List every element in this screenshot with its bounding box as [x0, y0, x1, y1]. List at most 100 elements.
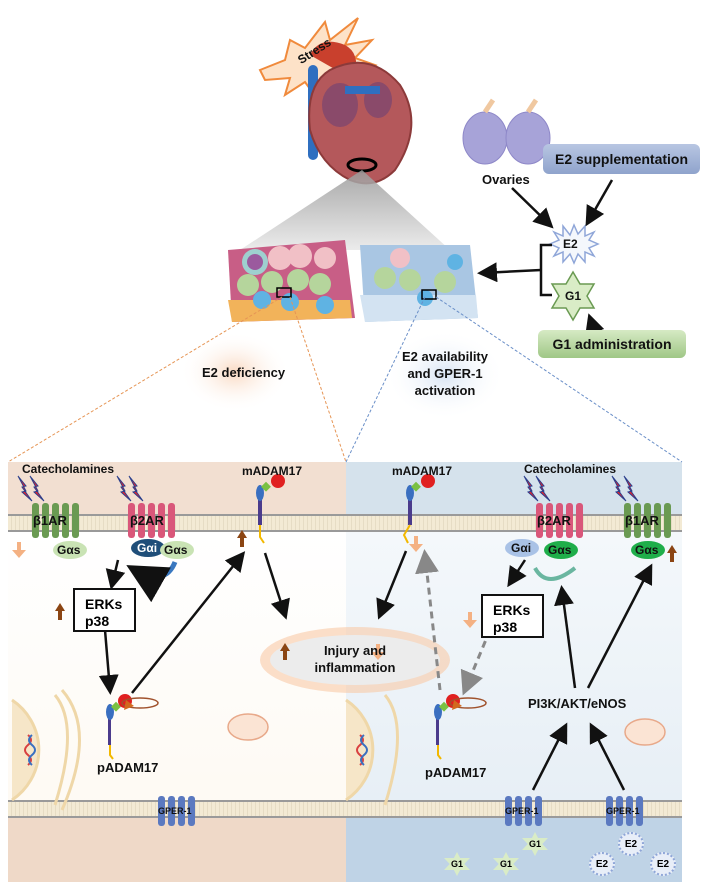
down-arrow-left-gas: [12, 542, 26, 558]
left-gper1-label: GPER-1: [158, 806, 192, 816]
down-arrow-right-madam17: [409, 536, 423, 552]
right-padam17-label: pADAM17: [425, 765, 487, 780]
right-gas-b2-label: Gαs: [548, 543, 572, 557]
arrow-supplementation-to-e2: [585, 179, 614, 227]
arrow-gai-to-erks-right: [507, 559, 527, 588]
right-gper1-b-receptor: [606, 796, 643, 826]
e2-availability-line2: and GPER-1: [407, 366, 483, 381]
down-arrow-right-erks: [463, 612, 477, 628]
right-gas-b2: [544, 541, 578, 559]
right-p38-label: p38: [493, 619, 518, 635]
right-gper1-a-label: GPER-1: [505, 806, 539, 816]
right-erks-p38-box: ERKs p38: [481, 594, 544, 638]
right-gas-b1-label: Gαs: [635, 543, 659, 557]
right-gai-label: Gαi: [511, 541, 532, 555]
left-gas-b1: [53, 541, 87, 559]
left-extracellular-bottom: [8, 815, 346, 882]
e2-ligand-3: E2: [650, 852, 676, 876]
zoom-line-right-1: [345, 296, 426, 463]
arrow-gper1b-to-pi3k: [589, 722, 626, 791]
zoom-line-right-2: [435, 296, 683, 463]
right-madam17-label: mADAM17: [392, 464, 453, 478]
right-gas-b1: [631, 541, 665, 559]
right-b2ar-label: β2AR: [537, 513, 571, 528]
dashed-arrow-erks-to-padam17-right: [460, 629, 492, 696]
left-catecholamines-label: Catecholamines: [22, 462, 115, 476]
arrow-pi3k-to-b2ar: [554, 585, 577, 689]
up-arrow-left-madam17: [237, 530, 247, 547]
left-gas-b2: [160, 541, 194, 559]
arrow-to-tissue: [477, 262, 542, 283]
right-erks-label: ERKs: [493, 602, 531, 618]
arrow-madam17-to-injury-left: [263, 552, 290, 620]
left-madam17-label: mADAM17: [242, 464, 303, 478]
arrow-ovaries-to-e2: [511, 187, 554, 229]
injury-inflammation-label: Injury and inflammation: [295, 642, 415, 676]
g1-ligand-icon: [550, 270, 596, 322]
up-arrow-left-erks: [55, 603, 65, 620]
e2-ligand-icon: [548, 223, 600, 265]
e2-deficiency-glow: [180, 332, 290, 412]
g1-ligand-label: G1: [565, 289, 582, 303]
right-gai: [505, 539, 539, 557]
left-erks-label: ERKs: [85, 596, 123, 612]
left-mitochondrion-icon: [227, 713, 269, 741]
left-gper1-receptor: [158, 796, 195, 826]
left-gai: [131, 539, 165, 557]
e2-ligand-label: E2: [563, 237, 578, 251]
down-arrow-injury: [371, 644, 385, 660]
left-b2ar-label: β2AR: [130, 513, 164, 528]
right-b1ar-label: β1AR: [625, 513, 659, 528]
arrow-madam17-to-injury-right: [376, 550, 408, 620]
right-b1ar-receptor: [624, 503, 671, 538]
right-b2ar-receptor: [536, 503, 583, 538]
left-b2ar-receptor: [128, 503, 175, 538]
ovaries-label: Ovaries: [482, 172, 530, 187]
left-padam17-label: pADAM17: [97, 760, 159, 775]
right-gper1-a-receptor: [505, 796, 542, 826]
e2-ligand-2: E2: [589, 852, 615, 876]
right-mitochondrion-icon: [624, 718, 666, 746]
zoom-line-left-1: [7, 296, 283, 463]
up-arrow-injury: [280, 643, 290, 660]
arrow-gai-to-erks-left: [105, 559, 126, 590]
right-curved-arrow: [533, 566, 577, 581]
pi3k-akt-enos-label: PI3K/AKT/eNOS: [528, 696, 627, 711]
g1-administration-box: G1 administration: [538, 330, 686, 358]
protected-tissue-illustration: [360, 245, 478, 322]
arrow-gper1a-to-pi3k: [531, 722, 568, 791]
injury-ellipse: [270, 635, 440, 685]
right-catecholamines-label: Catecholamines: [524, 462, 617, 476]
injured-tissue-illustration: [228, 240, 355, 322]
e2-availability-glow: [385, 330, 505, 420]
right-er: [383, 694, 399, 806]
right-nucleus: [345, 698, 375, 802]
e2-availability-line1: E2 availability: [402, 349, 488, 364]
up-arrow-right-gas: [667, 545, 677, 562]
e2-availability-label: E2 availability and GPER-1 activation: [395, 348, 495, 399]
left-erks-p38-box: ERKs p38: [73, 588, 136, 632]
e2-availability-line3: activation: [414, 383, 476, 398]
top-membrane: [8, 514, 682, 532]
arrow-pi3k-to-b1ar: [586, 563, 653, 689]
right-dna-icon: [356, 734, 364, 766]
left-b1ar-label: β1AR: [33, 513, 67, 528]
right-madam17-icon: [402, 474, 435, 544]
bottom-membrane: [8, 800, 682, 818]
e2-deficiency-label: E2 deficiency: [202, 365, 286, 380]
left-padam17-icon: [106, 694, 159, 760]
left-curved-arrow: [126, 560, 178, 603]
left-er: [53, 694, 69, 806]
left-madam17-icon: [256, 474, 285, 544]
zoom-cone: [240, 170, 450, 250]
left-b1ar-receptor: [32, 503, 79, 538]
injury-line1: Injury and: [323, 643, 387, 658]
left-gas-b2-label: Gαs: [164, 543, 188, 557]
arrow-erks-to-padam17-left: [98, 629, 119, 695]
zoom-line-left-2: [289, 296, 347, 463]
left-dna-icon: [24, 734, 32, 766]
e2-supplementation-box: E2 supplementation: [543, 144, 700, 174]
e2-ligand-1: E2: [618, 832, 644, 856]
left-gas-b1-label: Gαs: [57, 543, 81, 557]
